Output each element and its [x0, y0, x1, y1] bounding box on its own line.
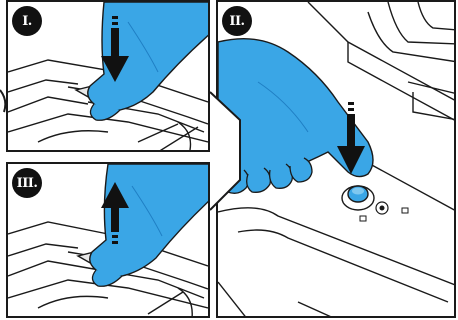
- power-button-icon: [342, 186, 408, 221]
- step-2-badge: II.: [222, 6, 252, 36]
- step-1-panel: I.: [6, 0, 210, 152]
- step-3-panel: III.: [6, 162, 210, 318]
- step-3-badge: III.: [12, 168, 42, 198]
- step-2-panel: II.: [216, 0, 456, 318]
- gloved-hand: [90, 164, 210, 286]
- step-1-badge: I.: [12, 6, 42, 36]
- step-2-illustration: [218, 2, 456, 318]
